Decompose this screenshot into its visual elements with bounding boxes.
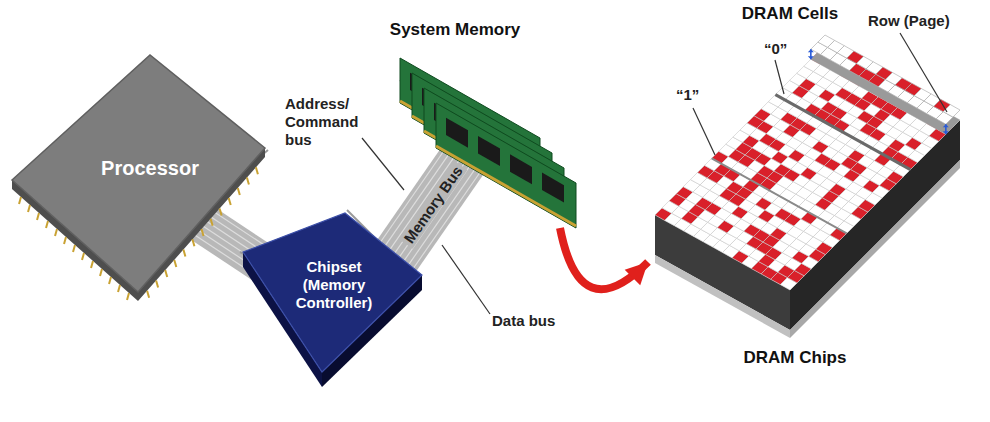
- dram-chip: DRAM CellsDRAM Chips: [648, 6, 970, 386]
- chip-pin: [46, 221, 48, 228]
- chip-pin: [238, 188, 240, 195]
- chip-label: Processor: [101, 157, 199, 180]
- memory-controller-chip: Chipset (Memory Controller): [240, 210, 425, 390]
- chip-pin: [202, 229, 204, 236]
- section-heading: System Memory: [390, 20, 520, 40]
- chip-pin: [100, 269, 102, 276]
- memory-chip: [446, 118, 468, 148]
- leader-line: [775, 60, 784, 94]
- section-heading: DRAM Cells: [742, 4, 838, 24]
- memory-chip: [510, 154, 532, 184]
- chip-pin: [220, 208, 222, 215]
- leader-line: [442, 245, 490, 314]
- row-arrow-head: [943, 124, 949, 127]
- bit-value: “1”: [676, 86, 699, 103]
- bus-label: Address/ Command bus: [285, 95, 367, 149]
- chip-pin: [229, 198, 231, 205]
- chip-pins: [655, 255, 790, 338]
- chip-pin: [127, 293, 129, 300]
- leader-line: [693, 108, 715, 155]
- row-arrow-head: [943, 131, 949, 134]
- chip-pin: [192, 239, 194, 246]
- flow-arrow: [560, 228, 648, 289]
- processor-chip: Processor: [10, 50, 268, 300]
- row-arrow-head: [808, 49, 814, 52]
- chip-pin: [82, 253, 84, 260]
- leader-line: [362, 138, 404, 190]
- chip-pin: [147, 291, 149, 298]
- memory-chip: [542, 173, 564, 203]
- memory-cell-zero: [943, 105, 960, 118]
- bus-wire: [393, 148, 468, 256]
- chip-pin: [19, 197, 21, 204]
- chip-pin: [73, 245, 75, 252]
- section-heading: DRAM Chips: [744, 348, 847, 368]
- bus-wire: [398, 152, 473, 260]
- module-contacts: [436, 146, 576, 226]
- data-flow-arrow: [560, 228, 648, 289]
- bus-label: Data bus: [492, 312, 555, 329]
- chip-pin: [109, 277, 111, 284]
- chip-label: Chipset (Memory Controller): [281, 258, 387, 312]
- chip-pin: [183, 250, 185, 257]
- chip-pins: [790, 160, 960, 338]
- memory-chip: [478, 136, 500, 166]
- row-arrow-head: [808, 56, 814, 59]
- chip-top: [243, 213, 422, 372]
- chip-top: [12, 55, 265, 292]
- chip-pin: [211, 219, 213, 226]
- chip-pin: [247, 178, 249, 185]
- chip-pin: [165, 270, 167, 277]
- chip-pin: [156, 280, 158, 287]
- chip-pin: [256, 167, 258, 174]
- chip-pin: [37, 213, 39, 220]
- row-shadow: [811, 45, 960, 134]
- chip-pin: [55, 229, 57, 236]
- bit-value: “0”: [764, 40, 787, 57]
- chip-pin: [174, 260, 176, 267]
- chip-pin: [64, 237, 66, 244]
- row-label: Row (Page): [868, 12, 950, 29]
- bit-line: [712, 158, 847, 233]
- chip-pin: [28, 205, 30, 212]
- chip-pin: [91, 261, 93, 268]
- chip-pin: [118, 285, 120, 292]
- dram-chip-shape: [648, 6, 970, 386]
- bit-line: [775, 95, 910, 170]
